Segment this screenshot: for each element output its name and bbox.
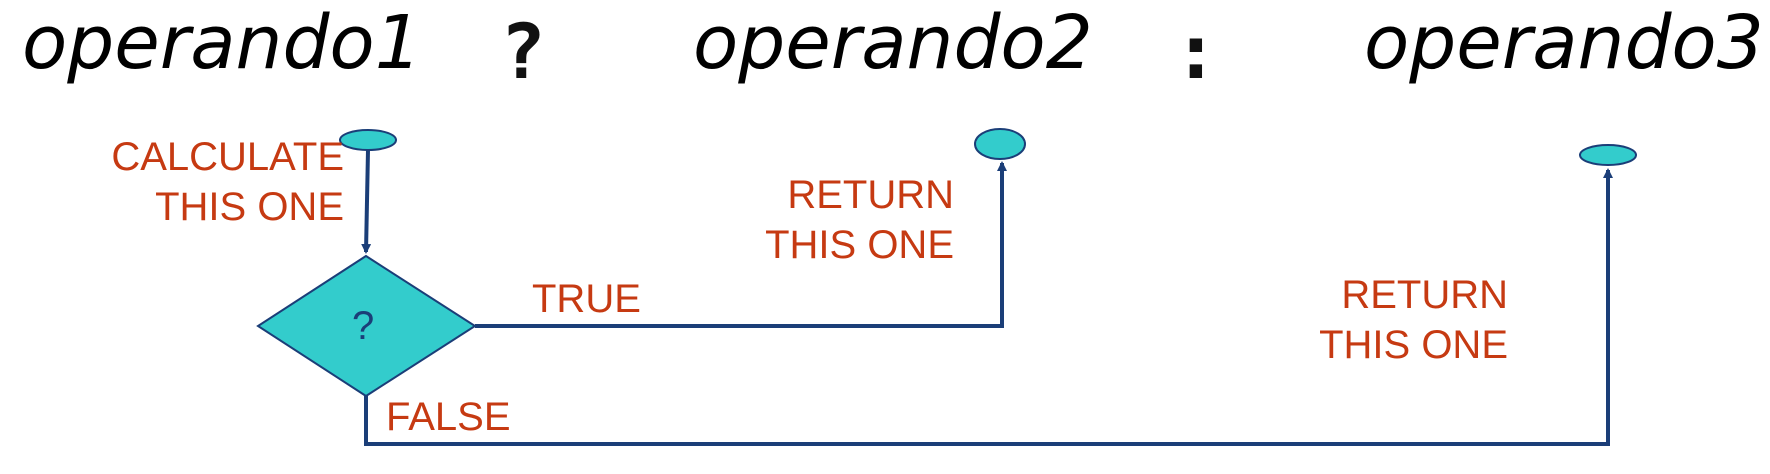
true-label: TRUE: [532, 277, 641, 321]
operand2-text: operando2: [693, 0, 1093, 86]
calculate-label: CALCULATE THIS ONE: [60, 132, 344, 232]
false-label: FALSE: [386, 395, 511, 439]
condition-symbol: ?: [352, 304, 375, 348]
question-symbol: ?: [500, 7, 546, 96]
return-operand2-label: RETURN THIS ONE: [700, 170, 954, 270]
operand2-node: [974, 128, 1026, 160]
return-operand3-label: RETURN THIS ONE: [1250, 270, 1508, 370]
return-operand3-line1: RETURN: [1341, 273, 1508, 317]
calculate-arrow: [361, 149, 372, 254]
return-operand2-line2: THIS ONE: [765, 223, 954, 267]
return-operand2-line1: RETURN: [787, 173, 954, 217]
calculate-label-line2: THIS ONE: [155, 185, 344, 229]
operand3-text: operando3: [1364, 0, 1764, 86]
return-operand3-line2: THIS ONE: [1319, 323, 1508, 367]
false-path-arrow: [364, 168, 1613, 446]
operand1-node: [339, 129, 397, 151]
operand1-text: operando1: [22, 0, 422, 86]
calculate-label-line1: CALCULATE: [111, 135, 344, 179]
true-path-arrow: [475, 161, 1007, 328]
operand3-node: [1579, 144, 1637, 166]
colon-symbol: :: [1173, 7, 1219, 96]
